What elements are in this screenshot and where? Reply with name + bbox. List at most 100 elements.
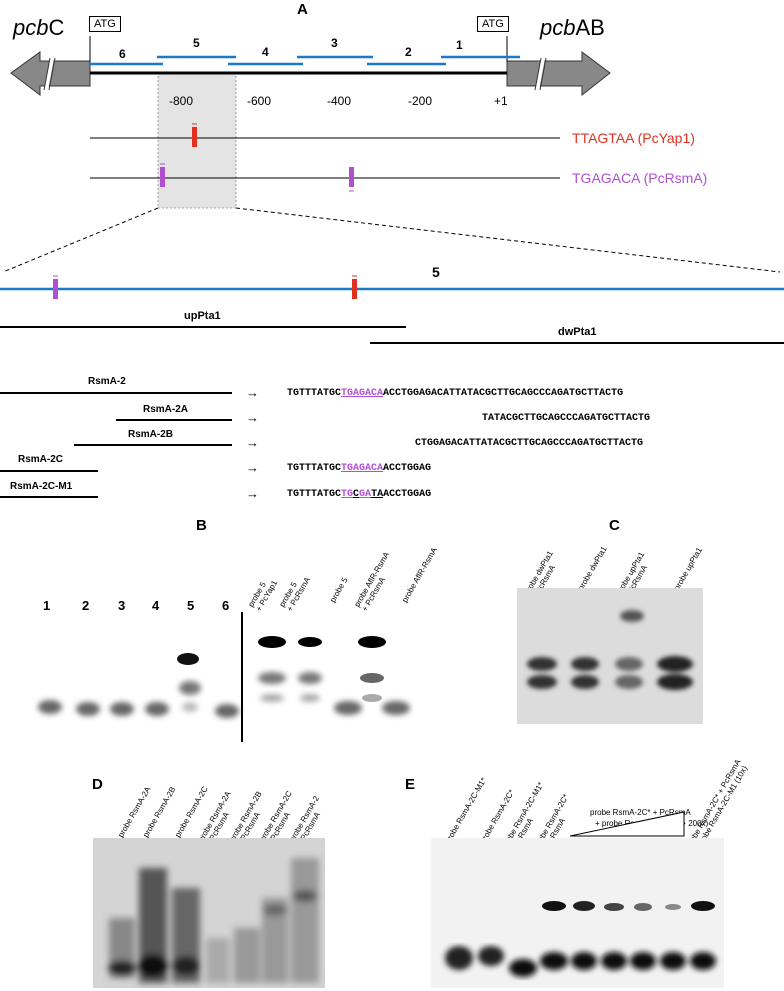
b-mid-5 <box>179 681 201 695</box>
fragment-5-label: 5 <box>193 36 200 50</box>
probe-rsma-2a-label: RsmA-2A <box>143 404 189 415</box>
probe-rsma-2c-m1-label: RsmA-2C-M1 <box>10 481 73 492</box>
b-lane-label-2: probe 5+ PcRsmA <box>277 575 313 613</box>
gel-d-bands <box>108 858 319 983</box>
gel-e-bands <box>445 946 716 977</box>
tick-minus-600: -600 <box>247 94 272 108</box>
dwpta1-bar <box>370 342 784 344</box>
fragment-3-label: 3 <box>331 36 338 50</box>
atg-right-box: ATG <box>477 16 509 32</box>
panel-a-schematic <box>0 36 784 299</box>
gel-e <box>431 838 724 988</box>
dwpta1-label: dwPta1 <box>558 326 597 338</box>
probe-rsma-2a-bar <box>116 419 232 421</box>
probe-rsma-2c-arrow: → <box>246 460 259 475</box>
zoom-guide-right <box>235 207 781 273</box>
b-free-r5 <box>382 701 410 715</box>
gel-c-bands <box>527 610 693 690</box>
atg-left-box: ATG <box>89 16 121 32</box>
pcyap1-site <box>192 127 197 147</box>
probe-rsma-2b-arrow: → <box>246 435 259 450</box>
lane-2-number: 2 <box>82 598 90 613</box>
probe-rsma-2c-seq: TGTTTATGCTGAGACAACCTGGAG <box>287 463 432 474</box>
panel-d-letter: D <box>92 776 103 793</box>
b-free-2 <box>76 702 100 716</box>
pcbab-arrow <box>506 51 611 97</box>
panel-b-letter: B <box>196 517 207 534</box>
tick-minus-800: -800 <box>169 94 194 108</box>
probe-rsma-2b-bar <box>74 444 232 446</box>
b-free-r2 <box>300 694 320 702</box>
c-lane-label-4: probe upPta1 <box>672 545 705 592</box>
e-shift-5 <box>665 904 681 910</box>
c-shift-band <box>620 610 644 622</box>
pcyap1-motif-label: TTAGTAA (PcYap1) <box>572 130 695 146</box>
gel-d <box>93 838 325 988</box>
fragment-lines <box>90 55 520 66</box>
e-gradient-triangle <box>570 811 685 837</box>
probe-rsma-2b-seq: CTGGAGACATTATACGCTTGCAGCCCAGATGCTTACTG <box>415 438 644 449</box>
probe-rsma-2a-seq: TATACGCTTGCAGCCCAGATGCTTACTG <box>482 413 651 424</box>
b-free-4 <box>145 702 169 716</box>
b-lane-label-1: probe 5+ PcYap1 <box>246 578 280 613</box>
fragment-4-label: 4 <box>262 45 269 59</box>
b-shift-r1 <box>258 636 286 648</box>
b-mid-r2 <box>298 672 322 684</box>
pcrsma-site-2 <box>349 167 354 187</box>
b-mid-r1 <box>258 672 286 684</box>
zoom-fragment-number: 5 <box>432 264 440 280</box>
fragment-1-label: 1 <box>456 38 463 52</box>
b-free-r4 <box>362 694 382 702</box>
uppta1-label: upPta1 <box>184 310 221 322</box>
e-shift-2 <box>573 901 595 911</box>
e-competition-line1: probe RsmA-2C* + PcRsmA <box>590 808 691 817</box>
pcbc-gene-label: pcbC <box>13 15 65 40</box>
probe-rsma-2-arrow: → <box>246 385 259 400</box>
tick-plus-1: +1 <box>494 94 508 108</box>
b-shift-5 <box>177 653 199 665</box>
pcrsma-motif-label: TGAGACA (PcRsmA) <box>572 170 708 186</box>
fragment-2-label: 2 <box>405 45 412 59</box>
b-lane-label-4: probe AflR-RsmA+ PcRsmA <box>352 550 392 613</box>
probe-rsma-2-bar <box>0 392 232 394</box>
panel-e-letter: E <box>405 776 416 793</box>
probe-rsma-2c-bar <box>0 470 98 472</box>
zoom-pcrsma-site <box>53 279 58 299</box>
b-lane-label-3: probe 5 <box>328 575 350 604</box>
probe-rsma-2c-label: RsmA-2C <box>18 454 64 465</box>
lane-1-number: 1 <box>43 598 51 613</box>
probe-rsma-2c-m1-arrow: → <box>246 486 259 501</box>
c-lane-label-2: probe dwPta1 <box>576 544 609 592</box>
e-shift-1 <box>542 901 566 911</box>
b-free-5 <box>182 702 198 712</box>
fragment-6-label: 6 <box>119 47 126 61</box>
probe-rsma-2-seq: TGTTTATGCTGAGACAACCTGGAGACATTATACGCTTGCA… <box>287 388 624 399</box>
e-shift-3 <box>604 903 624 911</box>
lane-4-number: 4 <box>152 598 160 613</box>
pcrsma-site-1 <box>160 167 165 187</box>
panel-c-letter: C <box>609 517 620 534</box>
probe-rsma-2c-m1-seq: TGTTTATGCTGCGATAACCTGGAG <box>287 489 432 500</box>
b-free-r1 <box>260 694 284 702</box>
pcbc-break <box>44 57 54 91</box>
b-shift-r2 <box>298 637 322 647</box>
gel-c <box>517 588 703 724</box>
b-free-1 <box>38 700 62 714</box>
tick-minus-400: -400 <box>327 94 352 108</box>
uppta1-bar <box>0 326 406 328</box>
b-free-r3 <box>334 701 362 715</box>
e-shift-6 <box>691 901 715 911</box>
lane-6-number: 6 <box>222 598 230 613</box>
probe-rsma-2a-arrow: → <box>246 410 259 425</box>
b-lane-label-5: probe AflR-RsmA <box>400 545 439 604</box>
lane-5-number: 5 <box>187 598 195 613</box>
zoom-pcyap1-site <box>352 279 357 299</box>
panel-a-letter: A <box>297 1 308 18</box>
probe-rsma-2-label: RsmA-2 <box>88 376 126 387</box>
gel-b-bands <box>38 672 410 718</box>
probe-rsma-2b-label: RsmA-2B <box>128 429 174 440</box>
b-free-3 <box>110 702 134 716</box>
probe-rsma-2c-m1-bar <box>0 496 98 498</box>
zoom-guide-left <box>2 207 159 273</box>
b-mid-r4 <box>360 673 384 683</box>
